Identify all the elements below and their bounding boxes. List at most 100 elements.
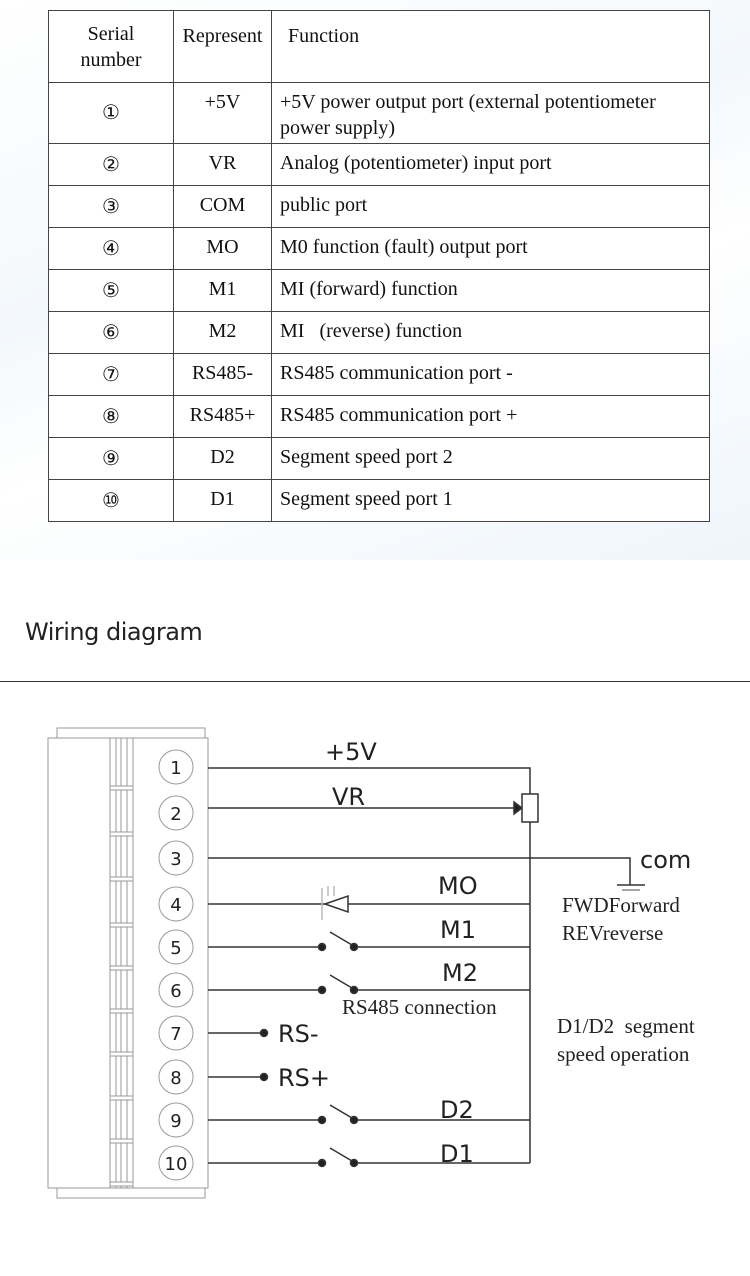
- terminal-3: [158, 840, 194, 876]
- terminal-6: [158, 972, 194, 1008]
- rail-clip: [109, 831, 134, 837]
- function-cell: Segment speed port 1: [271, 479, 710, 522]
- label-seg2: speed operation: [557, 1042, 690, 1066]
- contact-dot: [259, 1028, 269, 1038]
- serial-cell: ⑤: [48, 269, 174, 312]
- function-cell: Analog (potentiometer) input port: [271, 143, 710, 186]
- rail-clip: [109, 922, 134, 928]
- label-mo: MO: [438, 872, 478, 900]
- terminal-number: 6: [170, 981, 181, 1002]
- label-m2: M2: [442, 959, 478, 987]
- serial-cell: ⑧: [48, 395, 174, 438]
- label-d2: D2: [440, 1096, 474, 1124]
- contact-dot: [349, 942, 359, 952]
- header-serial-line2: number: [80, 48, 142, 71]
- contact-dot: [349, 1115, 359, 1125]
- rail-clip: [109, 1095, 134, 1101]
- represent-cell: D1: [173, 479, 272, 522]
- rail-clip: [109, 1138, 134, 1144]
- switch-icon: [329, 931, 353, 946]
- terminal-number: 7: [170, 1024, 181, 1045]
- serial-cell: ⑩: [48, 479, 174, 522]
- represent-cell: M1: [173, 269, 272, 312]
- terminal-5: [158, 929, 194, 965]
- terminal-7: [158, 1015, 194, 1051]
- terminal-number: 4: [170, 895, 181, 916]
- contact-dot: [349, 1158, 359, 1168]
- wire-com: [208, 857, 631, 885]
- represent-cell: RS485-: [173, 353, 272, 396]
- terminal-number: 5: [170, 938, 181, 959]
- terminal-number: 8: [170, 1068, 181, 1089]
- label-com: com: [640, 846, 691, 874]
- terminal-10: [158, 1145, 194, 1181]
- table-row: ① +5V +5V power output port (external po…: [48, 82, 710, 144]
- divider: [0, 681, 750, 682]
- header-serial: Serial number: [48, 10, 174, 83]
- terminal-block-top-cap: [56, 727, 206, 739]
- contact-dot: [317, 1158, 327, 1168]
- function-cell: MI (reverse) function: [271, 311, 710, 354]
- function-cell: +5V power output port (external potentio…: [271, 82, 710, 144]
- contact-dot: [317, 985, 327, 995]
- potentiometer: [521, 793, 539, 823]
- rail-clip: [109, 785, 134, 791]
- switch-icon: [329, 1104, 353, 1119]
- represent-cell: D2: [173, 437, 272, 480]
- serial-cell: ①: [48, 82, 174, 144]
- label-fwd: FWDForward: [562, 893, 680, 917]
- wires: [208, 767, 645, 1163]
- contact-dot: [317, 1115, 327, 1125]
- port-function-table: Serial number Represent Function ① +5V +5…: [48, 10, 710, 522]
- section-title: Wiring diagram: [25, 618, 203, 646]
- rail-clip: [109, 1008, 134, 1014]
- serial-cell: ②: [48, 143, 174, 186]
- label-rs485: RS485 connection: [342, 995, 497, 1019]
- table-header: Serial number Represent Function: [48, 10, 710, 83]
- contact-dot: [259, 1072, 269, 1082]
- function-line2: power supply): [280, 117, 395, 139]
- function-cell: RS485 communication port +: [271, 395, 710, 438]
- label-rev: REVreverse: [562, 921, 663, 945]
- function-cell: M0 function (fault) output port: [271, 227, 710, 270]
- represent-cell: MO: [173, 227, 272, 270]
- terminal-1: [158, 749, 194, 785]
- terminal-number: 1: [170, 758, 181, 779]
- arrow-icon: [513, 800, 524, 816]
- contact-dot: [317, 942, 327, 952]
- header-function: Function: [271, 10, 710, 83]
- rail-clip: [109, 965, 134, 971]
- rail-clip: [109, 1051, 134, 1057]
- wire-5v: [208, 767, 531, 794]
- function-cell: public port: [271, 185, 710, 228]
- terminal-2: [158, 795, 194, 831]
- function-cell: RS485 communication port -: [271, 353, 710, 396]
- switch-icon: [329, 974, 353, 989]
- serial-cell: ④: [48, 227, 174, 270]
- terminal-8: [158, 1059, 194, 1095]
- label-seg1: D1/D2 segment: [557, 1014, 695, 1038]
- label-m1: M1: [440, 916, 476, 944]
- label-rsm: RS-: [278, 1020, 319, 1048]
- switch-icon: [329, 1147, 353, 1162]
- function-line1: +5V power output port (external potentio…: [280, 91, 656, 113]
- header-serial-line1: Serial: [87, 22, 135, 45]
- terminal-block-bottom-cap: [56, 1187, 206, 1199]
- header-represent: Represent: [173, 10, 272, 83]
- rail-clip: [109, 876, 134, 882]
- optocoupler-icon: [322, 894, 349, 914]
- serial-cell: ⑦: [48, 353, 174, 396]
- terminal-number: 2: [170, 804, 181, 825]
- label-rsp: RS+: [278, 1064, 330, 1092]
- label-d1: D1: [440, 1140, 474, 1168]
- serial-cell: ⑥: [48, 311, 174, 354]
- rail-clip: [109, 1181, 134, 1187]
